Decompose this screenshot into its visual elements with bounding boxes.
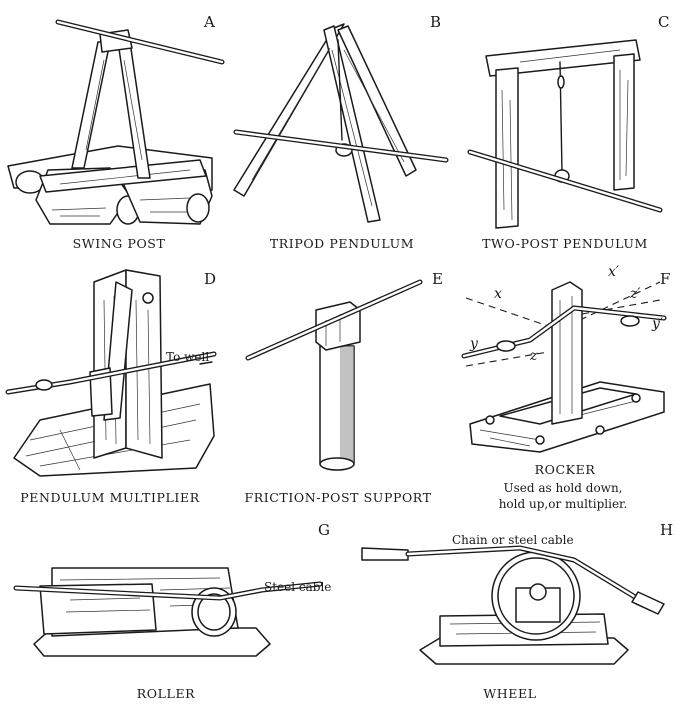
panel-f-letter: F [660, 270, 670, 288]
panel-g-roller: Steel cable G ROLLER [13, 521, 331, 701]
panel-b-tripod-pendulum: B TRIPOD PENDULUM [233, 13, 449, 251]
panel-a-letter: A [203, 13, 215, 31]
panel-d-letter: D [204, 270, 216, 288]
label-y-prime: y′ [651, 316, 664, 332]
label-z-prime: z′ [629, 286, 641, 302]
to-well-label: To well [166, 350, 209, 364]
panel-d-caption: PENDULUM MULTIPLIER [20, 490, 199, 505]
panel-h-caption: WHEEL [483, 686, 536, 701]
panel-f-caption-line-2: hold up,or multiplier. [499, 497, 628, 511]
panel-e-letter: E [432, 270, 443, 288]
panel-a-caption: SWING POST [73, 236, 166, 251]
chain-or-cable-label: Chain or steel cable [452, 533, 574, 547]
label-x: x [494, 286, 502, 302]
panel-h-wheel: Chain or steel cable H WHEEL [361, 521, 673, 701]
label-x-prime: x′ [608, 264, 620, 280]
panel-c-letter: C [658, 13, 669, 31]
panel-a-swing-post: A SWING POST [7, 13, 225, 251]
panel-b-caption: TRIPOD PENDULUM [270, 236, 414, 251]
label-y: y [469, 336, 479, 352]
panel-b-letter: B [430, 13, 441, 31]
panel-g-caption: ROLLER [137, 686, 195, 701]
steel-cable-label: Steel cable [264, 580, 331, 594]
panel-d-pendulum-multiplier: To well D PENDULUM MULTIPLIER [5, 269, 217, 505]
panel-f-caption: ROCKER [535, 462, 596, 477]
panel-g-letter: G [318, 521, 330, 539]
panel-c-two-post-pendulum: C TWO-POST PENDULUM [467, 13, 669, 251]
panel-c-caption: TWO-POST PENDULUM [482, 236, 648, 251]
label-z: z [529, 348, 538, 364]
panel-f-caption-line-1: Used as hold down, [503, 481, 622, 495]
panel-h-letter: H [660, 521, 673, 539]
panel-e-friction-post-support: E FRICTION-POST SUPPORT [244, 270, 443, 505]
panel-f-rocker: x x′ z′ y y′ z F ROCKER Used as hold dow… [461, 264, 670, 511]
panel-e-caption: FRICTION-POST SUPPORT [244, 490, 431, 505]
